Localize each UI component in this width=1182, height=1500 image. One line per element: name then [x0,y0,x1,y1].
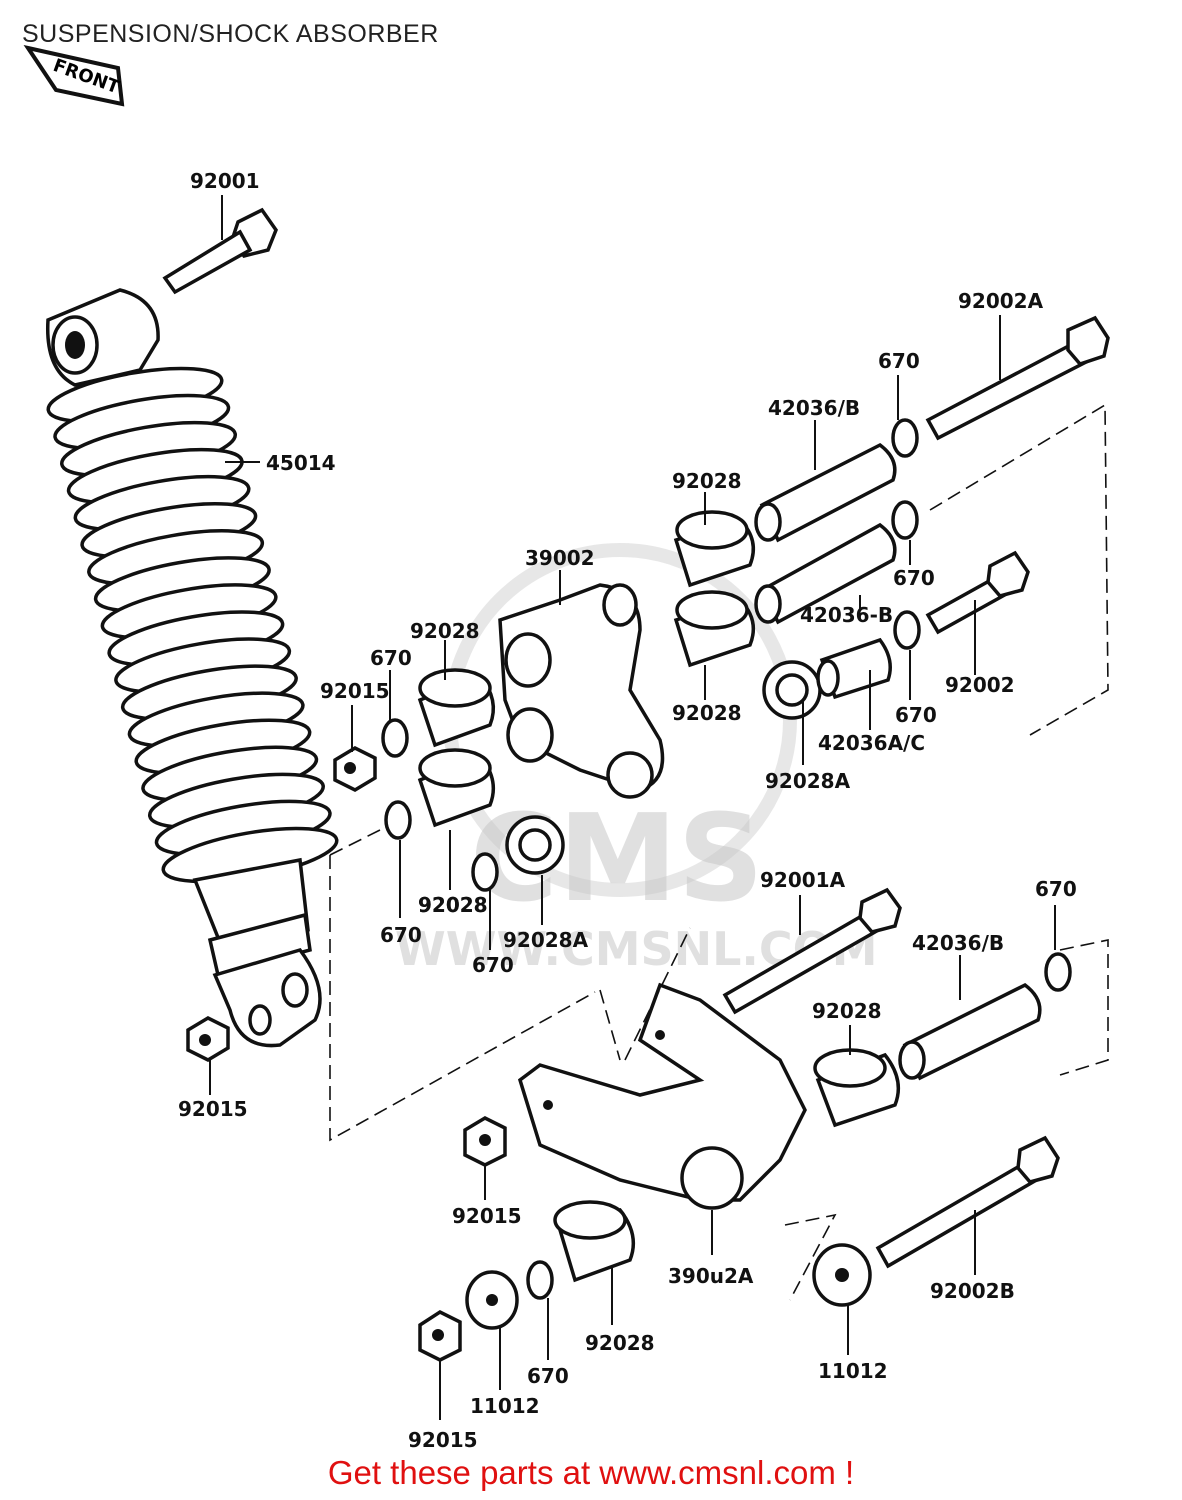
part-label: 42036A/C [818,731,925,755]
part-label: 670 [1035,877,1077,901]
part-label: 45014 [266,451,336,475]
part-label: 92028A [503,928,589,952]
footer-link[interactable]: Get these parts at www.cmsnl.com ! [327,1454,855,1491]
part-labels: 92001 45014 92002A 670 42036/B 92028 390… [178,169,1077,1452]
bolt-92002-icon [925,550,1030,635]
bushing-92028a-icons [505,660,822,875]
part-label: 92028 [672,701,742,725]
part-label: 92028 [418,893,488,917]
nut-92015-icons [186,746,507,1362]
part-label: 92028 [672,469,742,493]
part-label: 39002 [525,546,595,570]
part-label: 92028 [410,619,480,643]
link-39002-icon [498,583,665,799]
part-label: 670 [472,953,514,977]
part-label: 92001A [760,868,846,892]
part-label: 92015 [452,1204,522,1228]
bolt-92001a-icon [722,887,902,1015]
part-label: 92002A [958,289,1044,313]
part-label: 11012 [470,1394,540,1418]
part-label: 670 [878,349,920,373]
reference-lines [329,403,1109,1301]
sleeve-42036ac-icon [816,637,892,700]
bolt-92002a-icon [925,315,1110,441]
part-label: 42036-B [800,603,893,627]
part-label: 670 [527,1364,569,1388]
sleeve-42036b-upper-icon [754,442,897,625]
part-label: 92015 [320,679,390,703]
bolt-92001-icon [162,207,278,295]
part-label: 92015 [178,1097,248,1121]
washer-11012-icons [465,1243,872,1330]
front-arrow-icon: FRONT [23,44,125,107]
part-label: 670 [893,566,935,590]
shock-absorber-icon [45,288,339,1048]
sleeve-42036b-lower-icon [898,982,1042,1081]
part-label: 92028 [418,893,488,917]
part-label: 42036/B [768,396,860,420]
washer-670-icons [381,418,1072,1300]
part-label: 92002 [945,673,1015,697]
part-label: 92002B [930,1279,1015,1303]
page-title: SUSPENSION/SHOCK ABSORBER [22,20,439,48]
bolt-92002b-icon [875,1135,1060,1269]
part-label: 670 [370,646,412,670]
part-label: 390u2A [668,1264,754,1288]
part-label: 92015 [408,1428,478,1452]
part-label: 92028A [765,769,851,793]
part-label: 42036/B [912,931,1004,955]
part-label: 92001 [190,169,260,193]
part-label: 11012 [818,1359,888,1383]
part-label: 670 [380,923,422,947]
part-label: 670 [895,703,937,727]
part-label: 92028 [585,1331,655,1355]
part-label: 92028 [812,999,882,1023]
arm-39002a-icon [517,982,807,1210]
leader-lines [209,195,1056,1420]
